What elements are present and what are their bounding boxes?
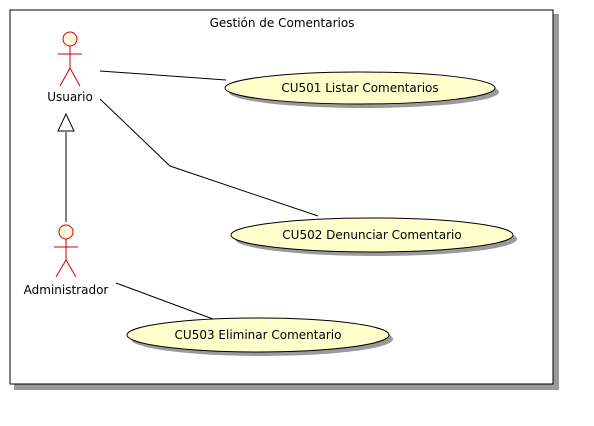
generalization-arrowhead — [57, 112, 75, 132]
associations — [65, 70, 319, 320]
actor-figure-icon — [58, 31, 82, 87]
use-case-label-cu503: CU503 Eliminar Comentario — [175, 328, 342, 342]
actor-label-administrador: Administrador — [24, 283, 109, 297]
use-case-ellipse — [230, 217, 514, 253]
association-usuario-cu501 — [99, 70, 227, 81]
system-title: Gestión de Comentarios — [210, 16, 355, 30]
use-case-cu502[interactable]: CU502 Denunciar Comentario — [230, 217, 517, 256]
association-usuario-cu502 — [99, 98, 319, 217]
association-administrador-cu503 — [115, 282, 214, 320]
actor-figure-icon — [54, 224, 78, 278]
use-case-ellipse — [126, 317, 390, 353]
actor-usuario[interactable]: Usuario — [47, 31, 93, 104]
use-case-cu501[interactable]: CU501 Listar Comentarios — [224, 71, 499, 108]
use-case-ellipse — [224, 71, 496, 105]
actor-administrador[interactable]: Administrador — [24, 224, 109, 297]
use-case-label-cu502: CU502 Denunciar Comentario — [282, 228, 461, 242]
actor-label-usuario: Usuario — [47, 90, 93, 104]
use-case-label-cu501: CU501 Listar Comentarios — [281, 81, 438, 95]
use-case-cu503[interactable]: CU503 Eliminar Comentario — [126, 317, 393, 356]
